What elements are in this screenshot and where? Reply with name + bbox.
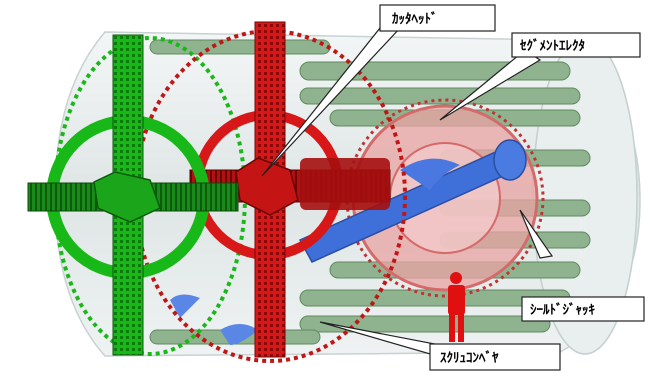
callout-cutter-head: ｶｯﾀﾍｯﾄﾞ [380, 5, 495, 31]
callout-shield-jack: ｼｰﾙﾄﾞｼﾞｬｯｷ [522, 297, 644, 321]
callout-segment-erector: ｾｸﾞﾒﾝﾄｴﾚｸﾀ [512, 33, 640, 57]
label-screw-conveyor: ｽｸﾘｭｺﾝﾍﾞﾔ [440, 350, 499, 366]
label-segment-erector: ｾｸﾞﾒﾝﾄｴﾚｸﾀ [519, 38, 585, 54]
label-shield-jack: ｼｰﾙﾄﾞｼﾞｬｯｷ [530, 302, 596, 318]
callout-screw-conveyor: ｽｸﾘｭｺﾝﾍﾞﾔ [430, 344, 560, 370]
label-cutter-head: ｶｯﾀﾍｯﾄﾞ [392, 11, 438, 27]
